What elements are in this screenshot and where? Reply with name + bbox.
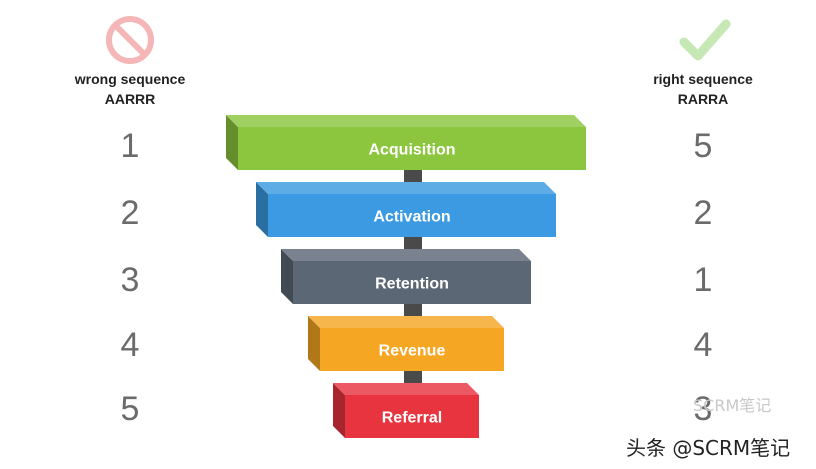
funnel-stage-2-front <box>268 194 556 237</box>
funnel-stage-3-side <box>281 249 293 304</box>
wrong-sequence-code: AARRR <box>104 91 156 107</box>
right-number-2: 2 <box>693 194 713 232</box>
funnel-stage-1-side <box>226 115 238 170</box>
funnel-stage-4-front <box>320 328 504 371</box>
funnel-stage-3-front <box>293 261 531 304</box>
left-number-3: 3 <box>120 261 140 299</box>
left-number-4: 4 <box>120 326 140 364</box>
funnel-stage-2-top <box>256 182 556 194</box>
right-sequence-title: right sequence <box>653 71 753 87</box>
left-number-2: 2 <box>120 194 140 232</box>
right-number-1: 5 <box>693 127 713 165</box>
funnel-stage-1-front <box>238 127 586 170</box>
funnel-stage-5-front <box>345 395 479 438</box>
funnel-stage-2-side <box>256 182 268 237</box>
right-number-5: 3 <box>693 390 713 428</box>
left-number-5: 5 <box>120 390 140 428</box>
left-number-1: 1 <box>120 127 140 165</box>
funnel-stage-5-side <box>333 383 345 438</box>
watermark: 头条 @SCRM笔记 <box>626 436 791 460</box>
funnel-stage-5-top <box>333 383 479 395</box>
right-sequence-label: right sequence RARRA <box>623 69 783 109</box>
funnel-stage-1-top <box>226 115 586 127</box>
funnel-stage-3-top <box>281 249 531 261</box>
funnel-stage-2-label: Activation <box>373 209 450 226</box>
right-number-3: 1 <box>693 261 713 299</box>
funnel-stage-3-label: Retention <box>375 276 449 293</box>
right-number-4: 4 <box>693 326 713 364</box>
no-entry-icon <box>106 16 154 64</box>
funnel-stage-5-label: Referral <box>382 410 442 427</box>
wrong-sequence-label: wrong sequence AARRR <box>50 69 210 109</box>
right-sequence-code: RARRA <box>677 91 729 107</box>
funnel-stage-4-top <box>308 316 504 328</box>
faint-watermark: SCRM笔记 <box>693 396 772 415</box>
funnel-stage-1-label: Acquisition <box>368 142 455 159</box>
funnel-stage-4-label: Revenue <box>379 343 446 360</box>
funnel-stage-4-side <box>308 316 320 371</box>
wrong-sequence-title: wrong sequence <box>74 71 186 87</box>
check-icon <box>679 19 731 61</box>
